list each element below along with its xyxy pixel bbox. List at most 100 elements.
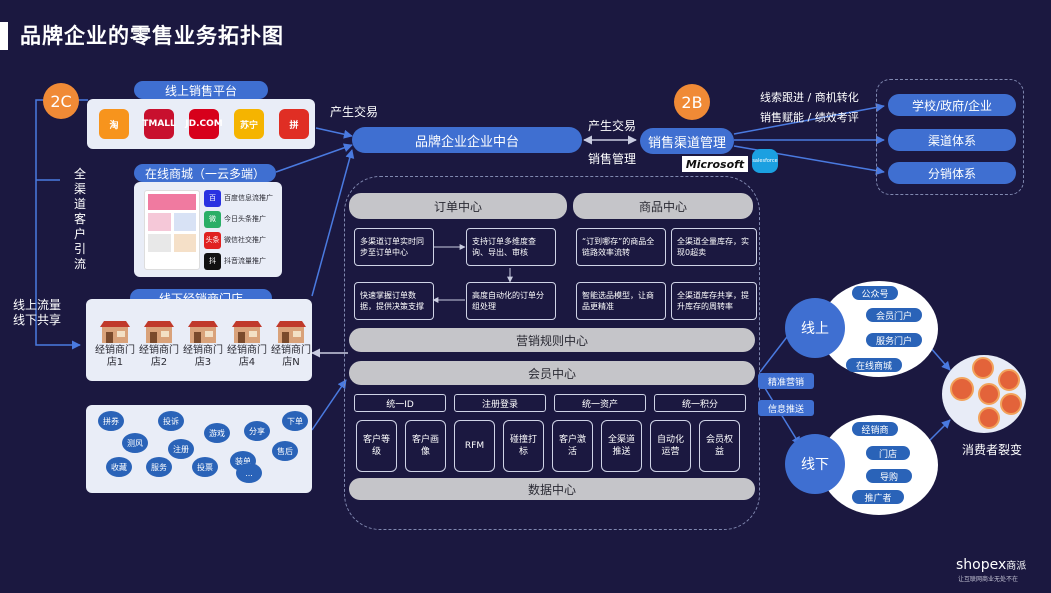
sales-manage-text: 销售管理 [588,152,637,166]
promotion-channel-item: 头条微信社交推广 [204,230,282,250]
precise-marketing-tag: 精准营销 [758,373,814,389]
suning-icon: 苏宁 [234,109,264,139]
target-schools: 学校/政府/企业 [888,94,1016,116]
tmall-icon: TMALL [142,109,176,139]
data-center: 数据中心 [349,478,755,500]
store-item: 经销商门店1 [94,319,136,369]
store-item: 经销商门店N [270,319,312,369]
consumer-face-icon [998,369,1020,391]
arrow-stores-hub [311,149,355,297]
member-feature-item: 客户激活 [552,420,593,472]
promotion-channel-label: 今日头条推广 [224,215,266,223]
member-feature-item: 会员权益 [699,420,740,472]
all-channel-traffic-text: 全渠道客户引流 [73,167,86,271]
target-channels: 渠道体系 [888,129,1016,151]
activity-oval: 收藏 [106,457,132,477]
product-box-share: 全渠道库存共享，提升库存的周转率 [671,282,757,320]
store-item: 经销商门店4 [226,319,268,369]
activities-area: 拼券投诉下单测风注册游戏分享售后收藏服务投票装单... [86,405,312,493]
store-icon [232,321,262,343]
product-box-stock: 全渠道全量库存，实现0超卖 [671,228,757,266]
store-icon [144,321,174,343]
order-box-sync: 多渠道订单实时同步至订单中心 [354,228,434,266]
activity-oval: 服务 [146,457,172,477]
online-item-1: 会员门户 [866,308,922,322]
online-item-3: 在线商城 [846,358,902,372]
product-center-label: 商品中心 [573,193,753,219]
store-label: 经销商门店1 [95,345,135,368]
mall-screenshot [144,190,200,270]
shopex-logo: shopex商派 [956,557,1026,573]
consumer-face-icon [972,357,994,379]
mall-banner [148,194,196,210]
baidu-icon: 百 [204,189,221,207]
store-label: 经销商门店2 [139,345,179,368]
activity-oval: 投诉 [158,411,184,431]
store-icon [188,321,218,343]
salesforce-logo: salesforce [752,149,778,173]
activity-oval: 投票 [192,457,218,477]
marketing-rules-center: 营销规则中心 [349,328,755,352]
member-feature-item: 全渠道推送 [601,420,642,472]
arrow-activities-member [311,379,347,431]
consumer-group [942,355,1026,433]
produce-trade-right: 产生交易 [588,119,637,133]
b2b-target-group [876,79,1024,195]
activities-panel: 拼券投诉下单测风注册游戏分享售后收藏服务投票装单... [86,405,312,493]
online-mall-panel: 百百度信息流推广微今日头条推广头条微信社交推广抖抖音流量推广 [134,182,282,277]
page-title: 品牌企业的零售业务拓扑图 [20,24,284,48]
consumer-face-icon [950,377,974,401]
target-distribution: 分销体系 [888,162,1016,184]
online-item-0: 公众号 [852,286,898,300]
activity-oval: 分享 [244,421,270,441]
member-center-label: 会员中心 [349,361,755,385]
online-dot: 线上 [785,298,845,358]
promotion-channel-item: 抖抖音流量推广 [204,251,282,271]
enterprise-hub: 品牌企业企业中台 [352,127,582,153]
douyin-icon: 抖 [204,252,221,270]
microsoft-logo: Microsoft [682,156,748,172]
member-feature-item: 自动化运营 [650,420,691,472]
activity-oval: 测风 [122,433,148,453]
promotion-channel-label: 百度信息流推广 [224,194,273,202]
activity-oval: 拼券 [98,411,124,431]
store-label: 经销商门店4 [227,345,267,368]
channel-mgmt-pill: 销售渠道管理 [640,128,734,154]
consumer-face-icon [978,383,1000,405]
order-box-query: 支持订单多维度查询、导出、审核 [466,228,556,266]
jd-icon: JD.COM [185,109,223,139]
online-item-2: 服务门户 [866,333,922,347]
toutiao-icon: 头条 [204,231,221,249]
arrow-platform-hub [315,127,353,139]
mall-grid [148,213,196,252]
tag-2b: 2B [674,84,710,120]
store-label: 经销商门店N [271,345,311,368]
offline-dot: 线下 [785,434,845,494]
crm-note-1: 线索跟进 / 商机转化 [760,91,859,104]
offline-item-0: 经销商 [852,422,898,436]
pinduoduo-icon: 拼 [279,109,309,139]
arrow-to-schools [733,103,885,135]
wechat-icon: 微 [204,210,221,228]
arrow-mall-hub [275,143,353,173]
member-feature-item: 客户画像 [405,420,446,472]
member-feature-item: 客户等级 [356,420,397,472]
promotion-channel-item: 微今日头条推广 [204,209,282,229]
consumer-face-icon [978,407,1000,429]
activity-oval: 游戏 [204,423,230,443]
online-mall-label: 在线商城（一云多端） [134,164,276,182]
member-unify-item: 统一ID [354,394,446,412]
info-push-tag: 信息推送 [758,400,814,416]
member-unify-item: 统一资产 [554,394,646,412]
promotion-channel-item: 百百度信息流推广 [204,188,282,208]
online-offline-text: 线上流量 线下共享 [13,298,62,327]
order-box-decision: 快速掌握订单数据，提供决策支撑 [354,282,434,320]
member-feature-item: RFM [454,420,495,472]
activity-oval: ... [236,463,262,483]
shopex-wordmark: shopex [956,557,1007,573]
activity-oval: 注册 [168,439,194,459]
